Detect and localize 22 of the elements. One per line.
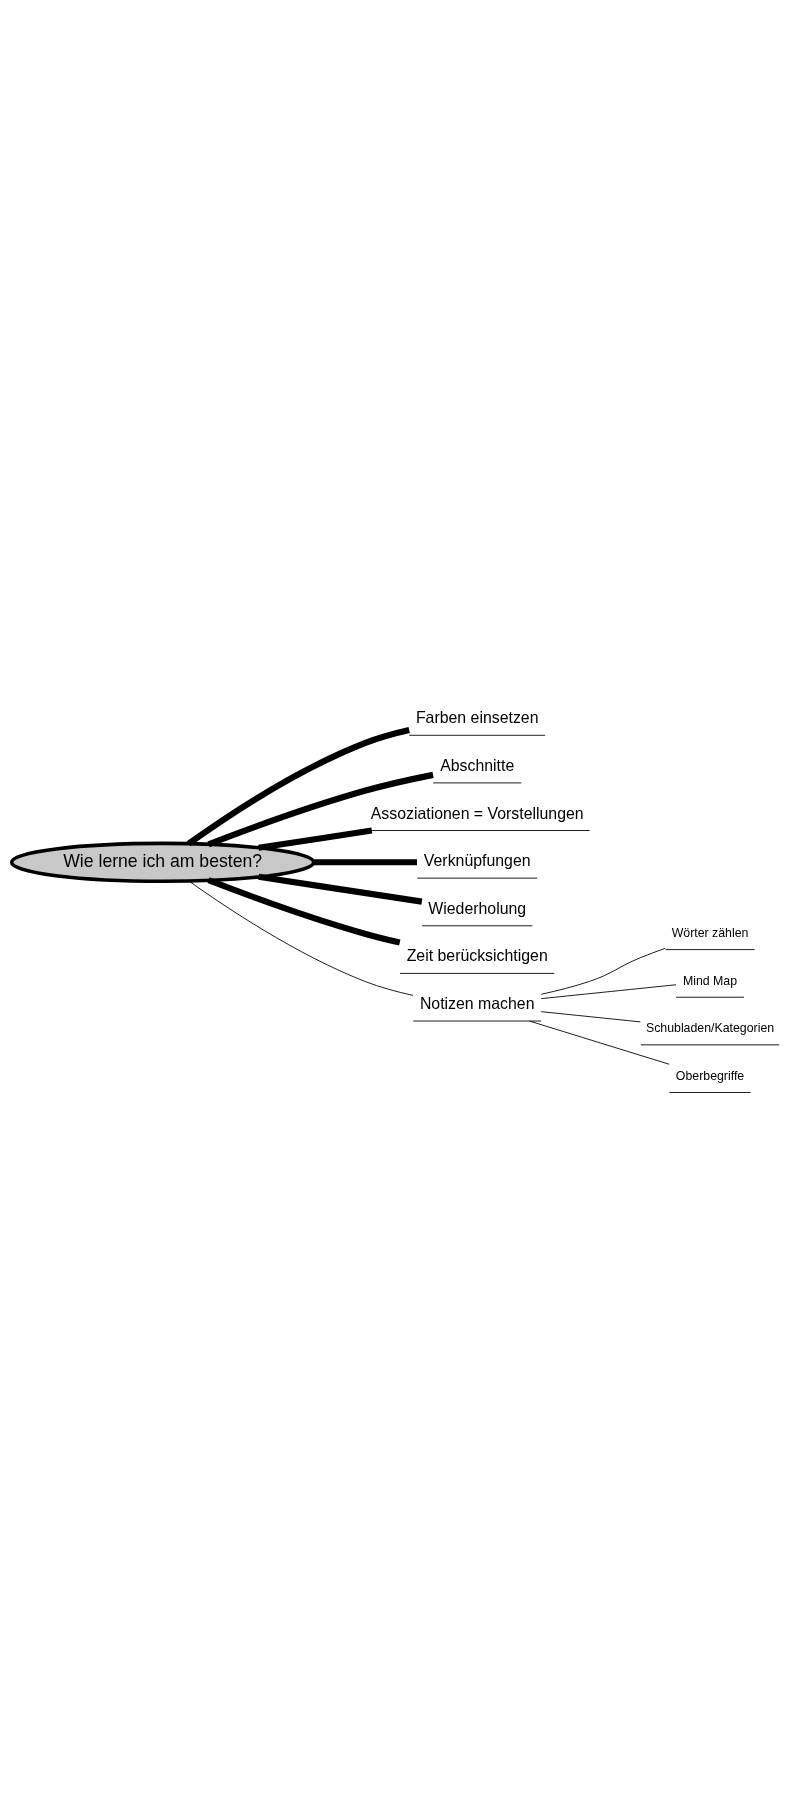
node-text: Assoziationen = Vorstellungen <box>370 804 584 822</box>
node-text: Mind Map <box>682 973 738 988</box>
connector <box>188 880 414 996</box>
node-text: Wiederholung <box>428 899 527 917</box>
connector <box>186 727 410 847</box>
node-text: Wörter zählen <box>671 925 749 940</box>
node-text: Schubladen/Kategorien <box>645 1021 775 1036</box>
node-text: Oberbegriffe <box>675 1068 745 1083</box>
connector <box>258 827 373 851</box>
connector <box>529 1020 670 1065</box>
node-text: Zeit berücksichtigen <box>406 947 548 965</box>
connector <box>207 771 434 848</box>
node-text: Verknüpfungen <box>423 852 531 870</box>
connector <box>207 877 401 946</box>
node-text: Notizen machen <box>419 995 535 1013</box>
connector <box>540 984 677 1000</box>
connector <box>258 873 423 905</box>
node-ellipse: Wie lerne ich am besten? <box>9 841 316 883</box>
node-text: Abschnitte <box>440 756 515 774</box>
connector <box>540 947 666 995</box>
node-text: Farben einsetzen <box>415 709 539 727</box>
connector <box>540 1011 641 1023</box>
